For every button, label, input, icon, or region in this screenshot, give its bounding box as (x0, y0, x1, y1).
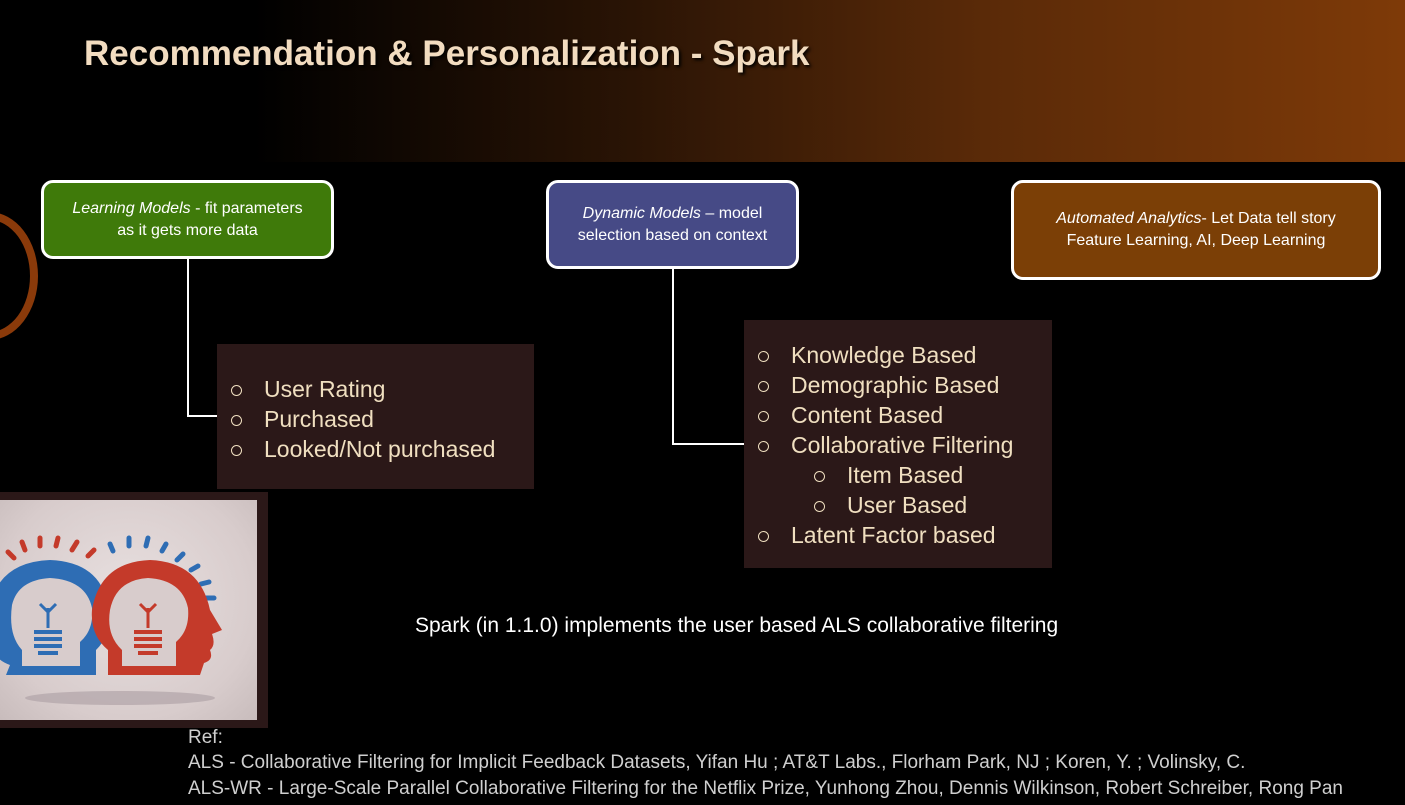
bullet-circle-icon (231, 385, 242, 396)
automated-analytics-box: Automated Analytics- Let Data tell story… (1011, 180, 1381, 280)
spark-implementation-note: Spark (in 1.1.0) implements the user bas… (415, 614, 1059, 637)
connector-dynamic-horizontal (672, 443, 744, 445)
dynamic-models-box: Dynamic Models – model selection based o… (546, 180, 799, 269)
bullet-circle-icon (231, 445, 242, 456)
list-item: Collaborative Filtering (744, 430, 1052, 460)
list-item-label: User Based (847, 492, 968, 518)
list-item-label: Purchased (264, 406, 374, 432)
list-item: User Rating (217, 374, 534, 404)
learning-models-line2: as it gets more data (117, 221, 258, 239)
list-item-label: Content Based (791, 402, 944, 428)
learning-models-emphasis: Learning Models (72, 199, 191, 217)
reference-als: ALS - Collaborative Filtering for Implic… (188, 752, 1246, 773)
two-heads-lightbulb-icon (0, 500, 257, 720)
bullet-circle-icon (814, 471, 825, 482)
bullet-circle-icon (758, 531, 769, 542)
list-item-label: User Rating (264, 376, 386, 402)
model-types-panel: Knowledge Based Demographic Based Conten… (744, 320, 1052, 568)
list-item: Content Based (744, 400, 1052, 430)
sub-list-item: Item Based (744, 460, 1052, 490)
list-item: Demographic Based (744, 370, 1052, 400)
list-item: Knowledge Based (744, 340, 1052, 370)
list-item-label: Latent Factor based (791, 522, 996, 548)
connector-learning-horizontal (187, 415, 217, 417)
dynamic-models-line1: – model (700, 204, 763, 222)
reference-als-wr: ALS-WR - Large-Scale Parallel Collaborat… (188, 778, 1343, 799)
bullet-circle-icon (231, 415, 242, 426)
learning-signals-panel: User Rating Purchased Looked/Not purchas… (217, 344, 534, 489)
bullet-circle-icon (758, 351, 769, 362)
bullet-circle-icon (758, 441, 769, 452)
bullet-circle-icon (814, 501, 825, 512)
list-item-label: Knowledge Based (791, 342, 977, 368)
connector-dynamic-vertical (672, 269, 674, 445)
dynamic-models-line2: selection based on context (577, 226, 768, 244)
list-item: Purchased (217, 404, 534, 434)
reference-label: Ref: (188, 727, 223, 748)
bullet-circle-icon (758, 411, 769, 422)
list-item-label: Demographic Based (791, 372, 1000, 398)
list-item: Latent Factor based (744, 520, 1052, 550)
learning-models-line1: - fit parameters (190, 199, 303, 217)
automated-analytics-emphasis: Automated Analytics (1056, 210, 1202, 227)
list-item-label: Item Based (847, 462, 964, 488)
connector-learning-vertical (187, 259, 189, 417)
slide-title: Recommendation & Personalization - Spark (84, 34, 810, 73)
decorative-ring (0, 212, 38, 340)
list-item-label: Looked/Not purchased (264, 436, 496, 462)
header-band (0, 0, 1405, 162)
list-item: Looked/Not purchased (217, 434, 534, 464)
list-item-label: Collaborative Filtering (791, 432, 1014, 458)
automated-analytics-line2: Feature Learning, AI, Deep Learning (1066, 232, 1326, 249)
automated-analytics-line1: - Let Data tell story (1201, 210, 1336, 227)
learning-models-box: Learning Models - fit parameters as it g… (41, 180, 334, 259)
sub-list-item: User Based (744, 490, 1052, 520)
dynamic-models-emphasis: Dynamic Models (582, 204, 701, 222)
bullet-circle-icon (758, 381, 769, 392)
